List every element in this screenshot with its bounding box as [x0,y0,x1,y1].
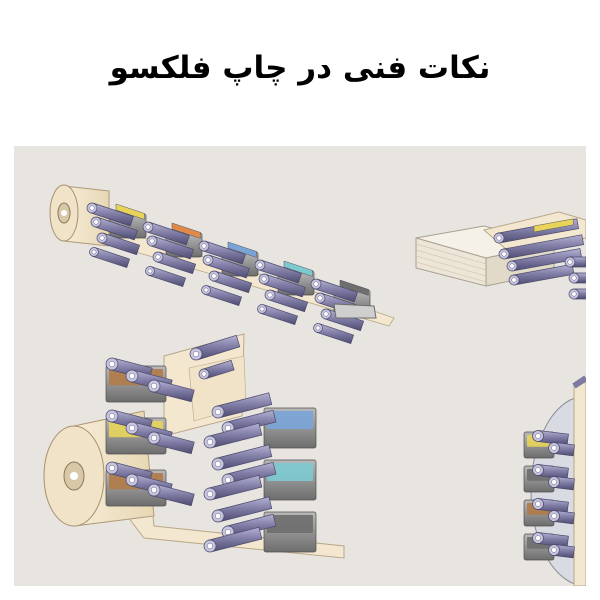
ink-strip [339,279,369,296]
ink-strip [115,203,145,220]
sheet-feed-unit [415,211,586,300]
stack-press-unit [43,333,345,559]
ink-strip [283,260,313,277]
ink-strip [171,222,201,239]
ink-strip [227,241,257,258]
press-illustration-panel [14,146,586,586]
ci-press-unit [523,375,586,586]
flexo-press-illustration [43,184,586,586]
inline-press-unit [49,184,395,345]
page-title: نکات فنی در چاپ فلکسو [109,50,491,86]
ink-strip [533,218,574,233]
paper-roll [49,184,110,247]
